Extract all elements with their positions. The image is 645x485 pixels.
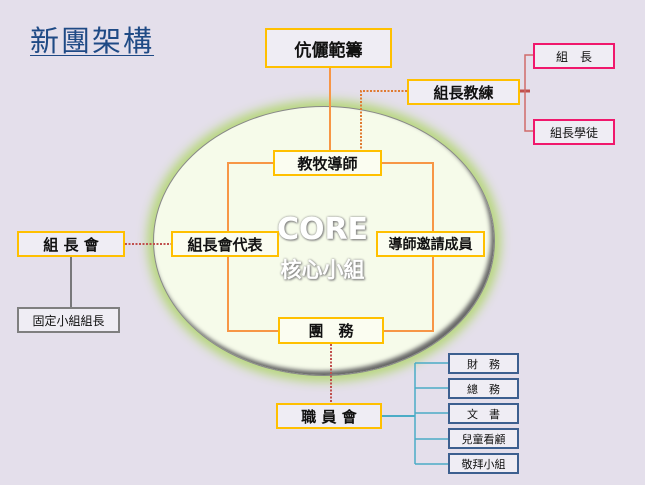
node-secretary: 文 書 bbox=[448, 403, 519, 424]
bracket-coach bbox=[524, 54, 533, 132]
node-couples: 伉儷範籌 bbox=[265, 28, 392, 68]
node-pastor-mentor: 教牧導師 bbox=[273, 150, 382, 176]
node-worship-group: 敬拜小組 bbox=[448, 453, 519, 474]
node-fellowship-affairs: 團 務 bbox=[278, 317, 384, 344]
node-finance: 財 務 bbox=[448, 353, 519, 374]
node-leader: 組 長 bbox=[533, 43, 615, 69]
node-cell-leaders: 固定小組組長 bbox=[17, 307, 120, 333]
node-leader-rep: 組長會代表 bbox=[171, 231, 279, 257]
node-mentor-invited: 導師邀請成員 bbox=[376, 231, 485, 257]
node-leaders-meeting: 組 長 會 bbox=[17, 231, 125, 257]
dotted-line-coach bbox=[360, 90, 407, 150]
node-staff-meeting: 職 員 會 bbox=[276, 403, 382, 429]
node-leader-apprentice: 組長學徒 bbox=[533, 119, 615, 145]
node-childcare: 兒童看顧 bbox=[448, 428, 519, 449]
node-leader-coach: 組長教練 bbox=[407, 79, 520, 105]
core-label: CORE bbox=[276, 212, 369, 247]
node-general-affairs: 總 務 bbox=[448, 378, 519, 399]
core-sublabel: 核心小組 bbox=[280, 258, 365, 282]
page-title: 新團架構 bbox=[30, 24, 155, 58]
